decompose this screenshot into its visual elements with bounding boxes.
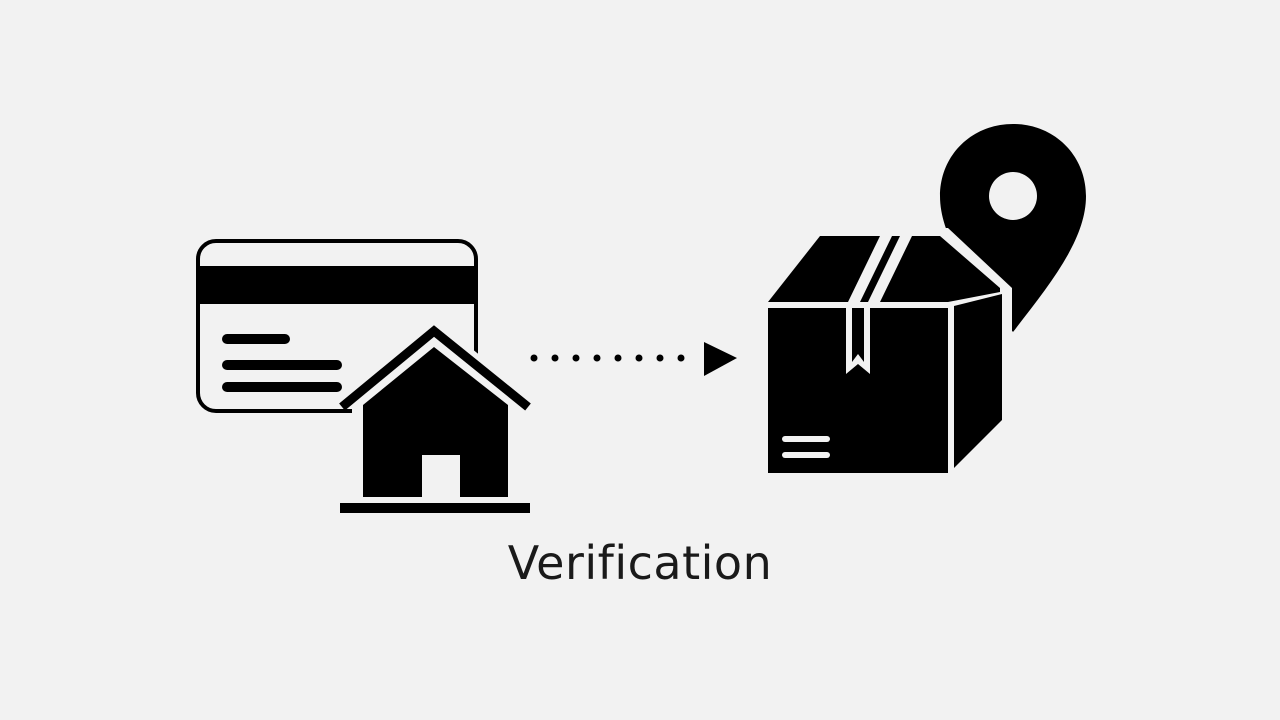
house-icon [330, 318, 540, 513]
arrowhead-icon [704, 342, 737, 376]
diagram-caption: Verification [507, 536, 773, 590]
package-box-icon [760, 228, 1012, 476]
card-with-house-icon [196, 239, 540, 513]
package-with-location-pin-icon [760, 124, 1086, 476]
dotted-arrow [530, 342, 737, 376]
